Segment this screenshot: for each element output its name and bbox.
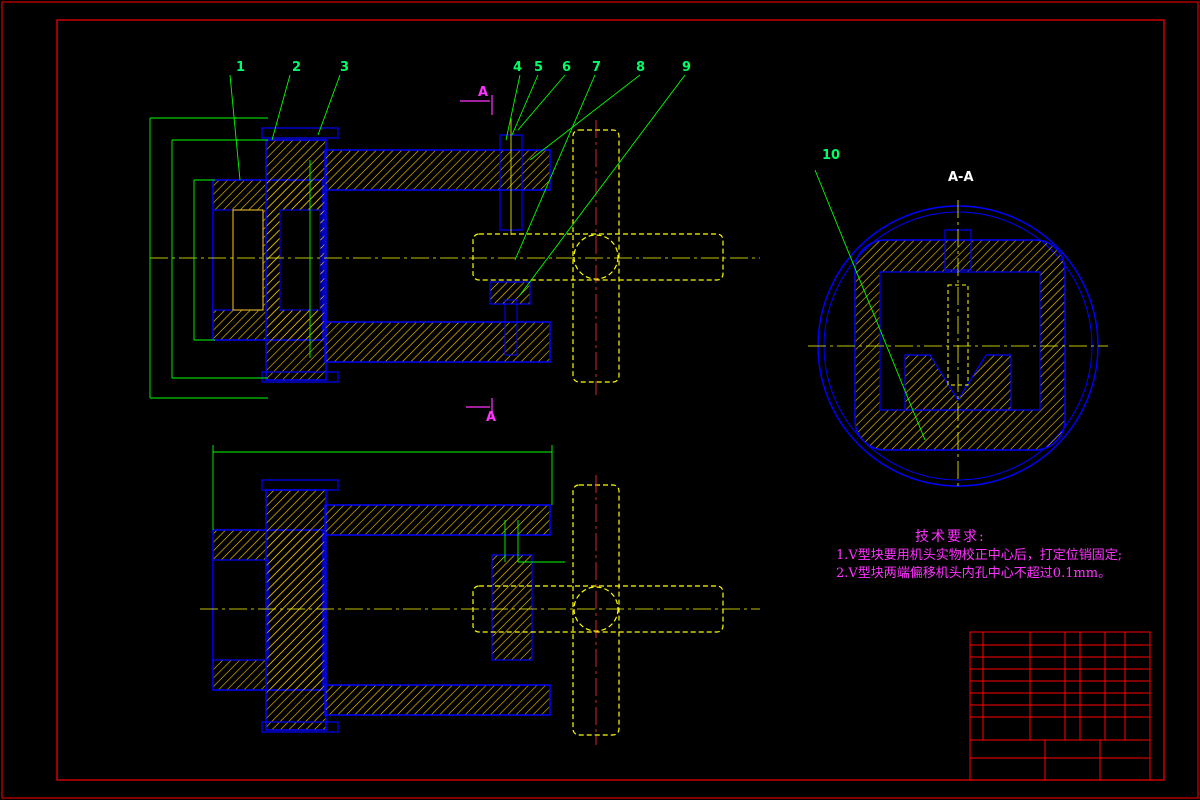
part-label-3: 3 <box>340 60 350 75</box>
part-label-4: 4 <box>513 60 523 75</box>
section-arrow-label-bottom: A <box>486 410 497 425</box>
top-section-view <box>149 74 760 418</box>
bottom-plan-view <box>200 445 760 745</box>
part-label-6: 6 <box>562 60 572 75</box>
part-label-8: 8 <box>636 60 646 75</box>
part-label-9: 9 <box>682 60 692 75</box>
part-label-1: 1 <box>236 60 246 75</box>
part-label-5: 5 <box>534 60 544 75</box>
part-label-2: 2 <box>292 60 302 75</box>
note-item-2: 2.V型块两端偏移机头内孔中心不超过0.1mm。 <box>836 566 1112 581</box>
section-arrow-label-top: A <box>478 85 489 100</box>
title-block <box>969 631 1151 781</box>
part-label-10: 10 <box>822 148 841 163</box>
section-a-a-view <box>808 169 1108 490</box>
part-label-7: 7 <box>592 60 602 75</box>
section-title: A-A <box>948 170 974 185</box>
notes-title: 技术要求: <box>915 529 986 545</box>
inner-frame <box>56 19 1165 781</box>
note-item-1: 1.V型块要用机头实物校正中心后，打定位销固定; <box>836 548 1123 563</box>
